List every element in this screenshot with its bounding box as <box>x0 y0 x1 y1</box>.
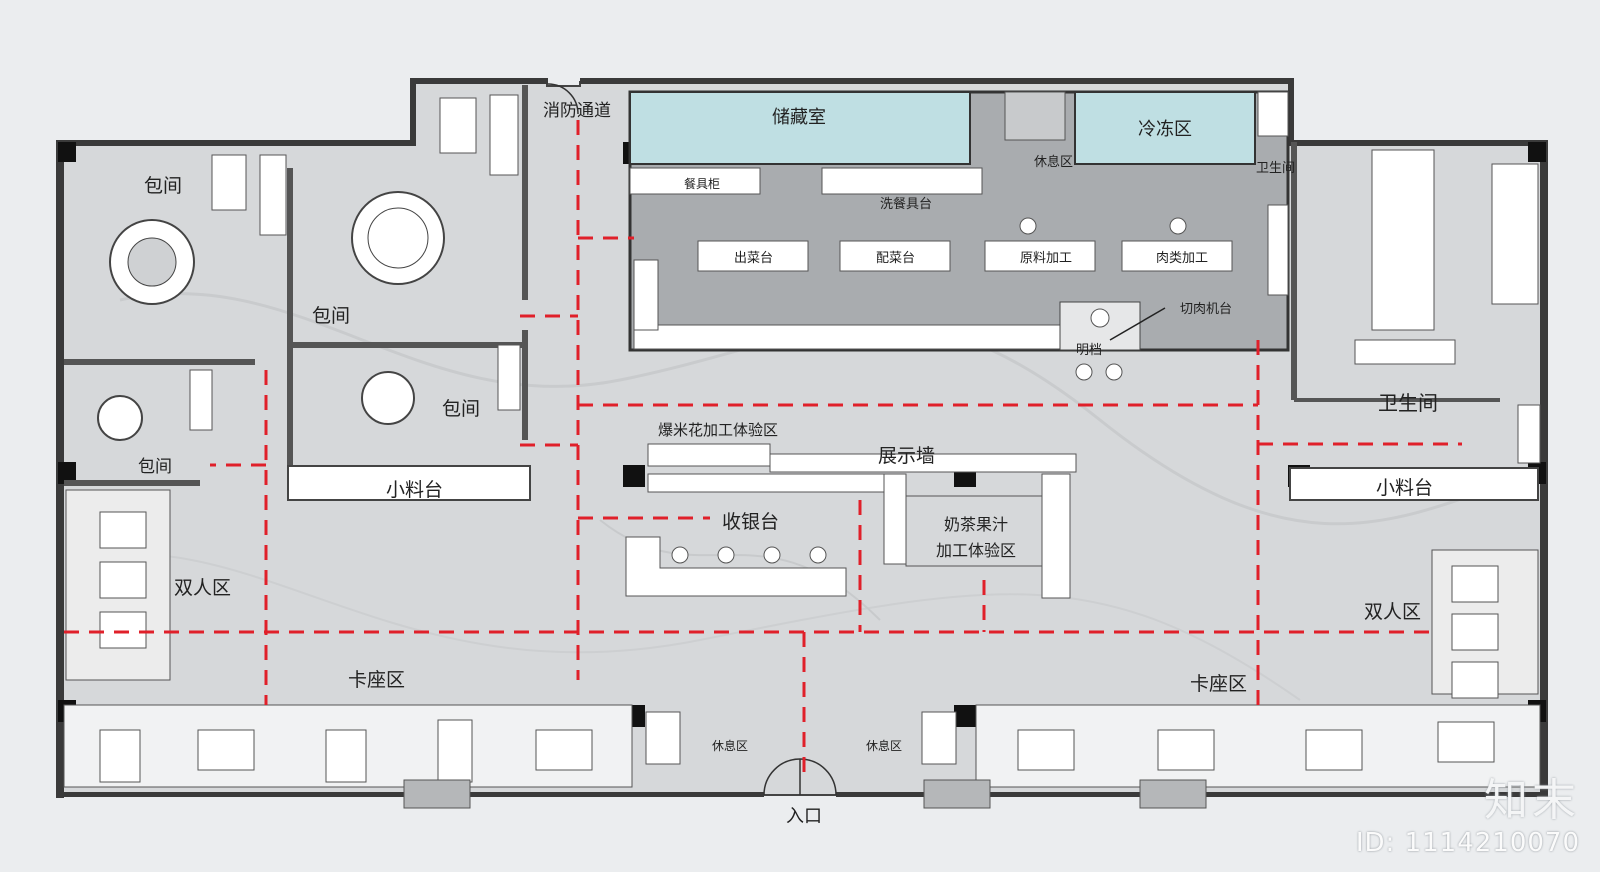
watermark-logo: 知末 <box>1484 775 1580 826</box>
restroom-block <box>1291 142 1541 464</box>
watermark-id: ID: 1114210070 <box>1355 828 1580 858</box>
label-popcorn-zone: 爆米花加工体验区 <box>658 421 778 439</box>
label-staff-rest: 休息区 <box>1034 154 1073 170</box>
stove-counter <box>633 324 1063 350</box>
label-restroom-small: 卫生间 <box>1256 161 1295 176</box>
label-double-right: 双人区 <box>1364 601 1421 623</box>
display-wall <box>769 453 1077 473</box>
label-private-room-4: 包间 <box>138 457 172 477</box>
label-private-room-1: 包间 <box>144 175 182 197</box>
label-condiment-right: 小料台 <box>1376 477 1433 499</box>
condiment-counter-left <box>287 465 531 501</box>
central-counters <box>625 443 1539 599</box>
cabinet <box>629 167 761 195</box>
label-display-wall: 展示墙 <box>878 445 935 467</box>
label-entrance: 入口 <box>786 806 822 827</box>
circulation-routes <box>64 120 1462 780</box>
label-double-left: 双人区 <box>174 577 231 599</box>
condiment-counter-right <box>1289 467 1539 501</box>
label-meat-cutter: 切肉机台 <box>1180 302 1232 317</box>
kitchen <box>628 90 1290 381</box>
watermark: 知末 ID: 1114210070 <box>1356 764 1580 858</box>
label-storage: 储藏室 <box>772 107 826 128</box>
storage-room <box>629 91 971 165</box>
label-booth-right: 卡座区 <box>1190 673 1247 695</box>
label-open-counter: 明档 <box>1076 343 1102 358</box>
serving-counter <box>697 240 809 272</box>
label-condiment-left: 小料台 <box>386 479 443 501</box>
label-tea-line2: 加工体验区 <box>936 541 1016 560</box>
label-raw-process: 原料加工 <box>1020 251 1072 266</box>
label-meat-process: 肉类加工 <box>1156 251 1208 266</box>
raw-process-counter <box>984 240 1096 272</box>
label-prep-counter: 配菜台 <box>876 251 915 266</box>
label-booth-left: 卡座区 <box>348 669 405 691</box>
meat-process-counter <box>1121 240 1233 272</box>
label-restroom: 卫生间 <box>1378 391 1438 415</box>
freezer-room <box>1074 91 1256 165</box>
label-cashier: 收银台 <box>722 511 779 533</box>
sink-counter <box>633 259 659 331</box>
label-cabinet: 餐具柜 <box>684 176 720 191</box>
entrance-doors <box>547 83 837 796</box>
label-lounge-left: 休息区 <box>712 738 748 753</box>
label-private-room-3: 包间 <box>442 398 480 420</box>
cashier-counter <box>625 536 847 597</box>
label-dish-wash: 洗餐具台 <box>880 196 932 212</box>
label-serving-counter: 出菜台 <box>734 251 773 266</box>
label-freezer: 冷冻区 <box>1138 119 1192 140</box>
label-lounge-right: 休息区 <box>866 738 902 753</box>
prep-counter <box>839 240 951 272</box>
popcorn-counter <box>647 443 771 467</box>
seating <box>63 489 1541 809</box>
label-tea-line1: 奶茶果汁 <box>944 515 1008 534</box>
label-private-room-2: 包间 <box>312 305 350 327</box>
labels: 消防通道 储藏室 冷冻区 休息区 卫生间 餐具柜 洗餐具台 出菜台 配菜台 原料… <box>138 101 1438 827</box>
private-rooms <box>64 85 531 501</box>
dish-wash-counter <box>821 167 983 195</box>
label-fire-exit: 消防通道 <box>543 101 611 121</box>
